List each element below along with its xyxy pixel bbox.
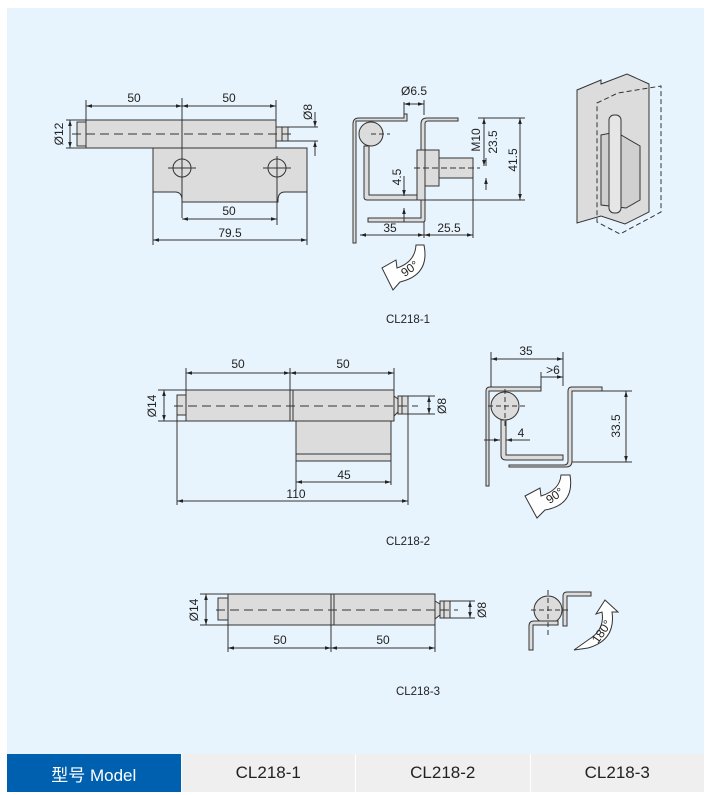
table-header-model: 型号 Model (7, 754, 181, 792)
cl218-2-front-view (158, 368, 435, 505)
table-cell-model: CL218-2 (355, 754, 530, 792)
cl218-3-front-view (200, 593, 475, 652)
drawing-panel: 50 50 Ø8 Ø12 50 79.5 Ø6.5 M10 23.5 41.5 … (7, 8, 704, 754)
dim-label: 35 (519, 344, 533, 358)
table-cell-model: CL218-3 (529, 754, 704, 792)
drawing-caption: CL218-1 (386, 314, 430, 326)
cl218-2-side-view (484, 352, 632, 519)
dim-label: Ø8 (435, 398, 449, 414)
dim-label: 50 (273, 633, 287, 647)
dim-label: 79.5 (218, 226, 242, 240)
dim-label: Ø14 (145, 394, 159, 417)
dim-label: Ø8 (301, 104, 315, 120)
dim-label: 41.5 (506, 148, 520, 172)
rotation-arrow-icon (524, 474, 572, 519)
dim-label: 50 (336, 357, 350, 371)
dim-label: Ø6.5 (401, 84, 427, 98)
dim-label: 45 (337, 468, 351, 482)
dim-label: 23.5 (486, 130, 500, 154)
dim-label: 50 (376, 633, 390, 647)
dim-label: 4 (518, 426, 525, 440)
dim-label: Ø8 (475, 602, 489, 618)
model-table: 型号 Model CL218-1 CL218-2 CL218-3 (7, 754, 704, 792)
dim-label: 50 (231, 357, 245, 371)
rotation-arrow-icon (573, 599, 620, 651)
table-cell-model: CL218-1 (180, 754, 355, 792)
drawing-caption: CL218-3 (396, 686, 440, 698)
cl218-1-3d-view (576, 73, 662, 235)
cl218-1-side-view (352, 100, 525, 291)
cl218-3-side-view (528, 590, 620, 651)
dim-label: 50 (127, 91, 141, 105)
dim-label: 50 (222, 204, 236, 218)
technical-drawing: 50 50 Ø8 Ø12 50 79.5 Ø6.5 M10 23.5 41.5 … (52, 73, 662, 698)
dim-label: Ø14 (187, 598, 201, 621)
dim-label: 110 (286, 487, 305, 501)
dim-label: 50 (222, 91, 236, 105)
dim-label: Ø12 (52, 122, 66, 145)
drawing-caption: CL218-2 (386, 536, 430, 548)
rotation-arrow-icon (381, 244, 426, 291)
dim-label: >6 (546, 363, 560, 377)
dim-label: 4.5 (390, 168, 404, 185)
cl218-1-front-view (66, 98, 318, 245)
dim-label: M10 (469, 128, 483, 152)
dim-label: 25.5 (437, 221, 461, 235)
dim-label: 35 (383, 221, 397, 235)
dim-label: 33.5 (609, 414, 623, 438)
